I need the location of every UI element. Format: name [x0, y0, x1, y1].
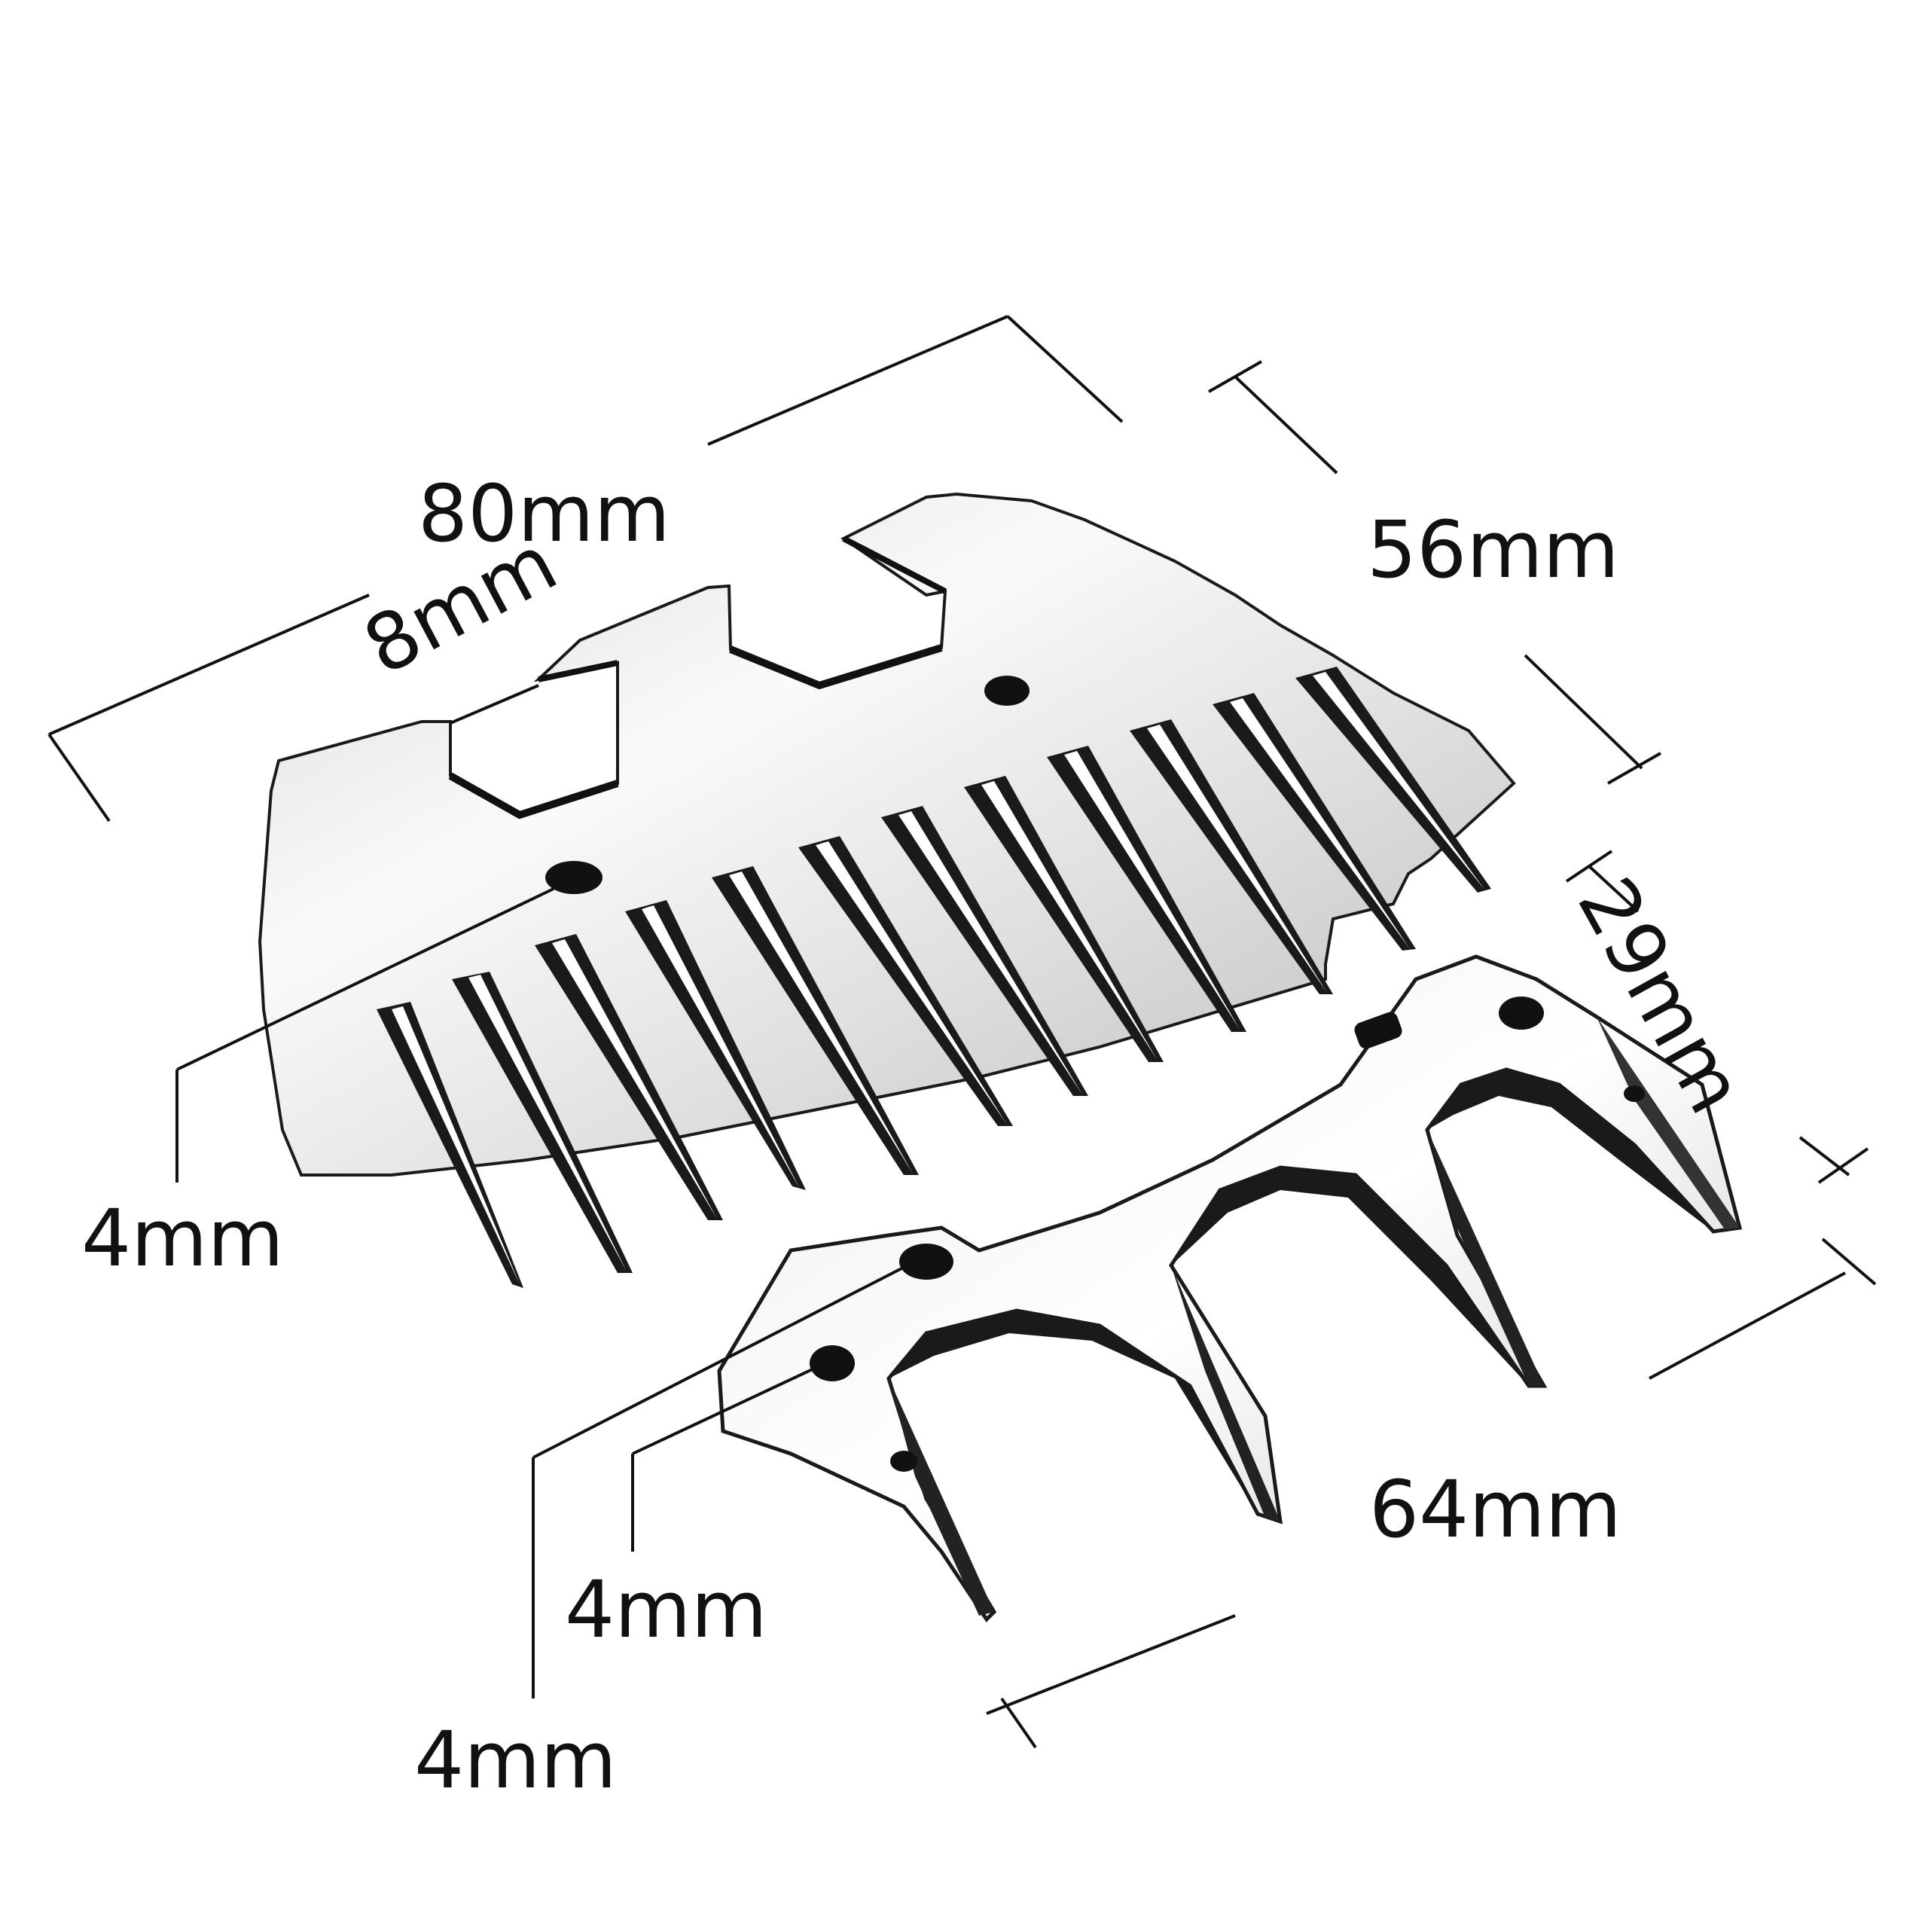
comb-teeth	[377, 667, 1491, 1288]
label-cutter-width: 64mm	[1369, 1463, 1621, 1555]
slot-edge-left	[448, 772, 619, 819]
comb-hole-left	[545, 861, 602, 894]
cutter-slot	[1354, 1012, 1402, 1049]
cutter-hole-right	[1499, 997, 1544, 1030]
slot-edge-right	[729, 644, 943, 690]
dimension-lines	[47, 315, 1877, 1749]
cutter-hole-left	[810, 1345, 855, 1381]
comb-hole-right	[984, 676, 1030, 706]
label-cutter-hole-outer: 4mm	[414, 1714, 617, 1806]
label-comb-depth: 56mm	[1367, 504, 1619, 596]
cutter-hole-top	[899, 1244, 953, 1280]
label-comb-width: 80mm	[418, 468, 670, 560]
comb-blade	[258, 492, 1516, 1288]
label-cutter-hole-inner: 4mm	[565, 1564, 767, 1656]
cutter-blade	[717, 954, 1743, 1622]
label-comb-hole: 4mm	[81, 1192, 284, 1284]
